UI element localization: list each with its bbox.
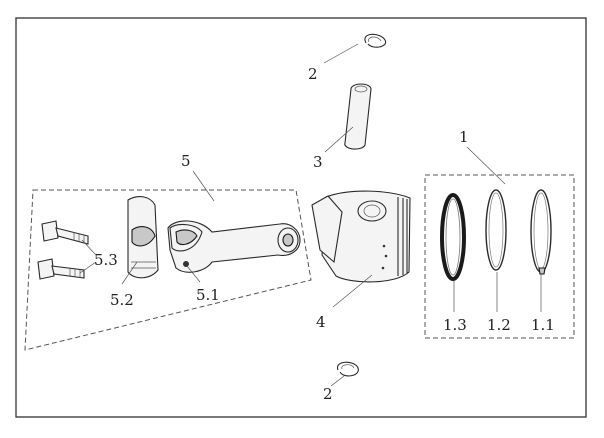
piston-pin-clip-top [364,33,387,48]
piston-pin-clip-bottom [337,361,359,377]
piston-pin [344,83,372,150]
callout-piston: 4 [316,313,326,331]
piston-ring-1-2 [485,189,507,271]
leader-piston [332,274,373,308]
leader-pin [324,126,354,153]
ring-group-boundary [424,174,575,339]
callout-bolt: 5.3 [94,251,118,269]
rod-assembly-boundary [24,189,312,351]
connecting-rod-cap [127,196,159,279]
leader-rod-assembly [192,170,215,202]
leader-clip-top [323,43,359,64]
leader-rings [466,146,506,185]
callout-piston-rings: 1 [459,128,469,146]
callout-rod-body: 5.1 [196,286,220,304]
leader-bolt-lower [79,261,97,274]
callout-ring-1-2: 1.2 [487,316,511,334]
piston-ring-1-3 [440,193,466,281]
leader-bolt-upper [81,239,97,256]
piston [311,190,411,283]
callout-ring-1-1: 1.1 [531,316,555,334]
connecting-rod-body [167,220,301,273]
callout-clip-top: 2 [308,65,318,83]
callout-rod-assembly: 5 [181,152,191,170]
leader-clip-bottom [330,375,345,387]
callout-clip-bottom: 2 [323,385,333,403]
callout-ring-1-3: 1.3 [443,316,467,334]
leader-rod-body [186,265,201,283]
connecting-rod-bolt-lower [37,258,85,280]
leader-rod-cap [121,261,138,285]
callout-pin: 3 [313,153,323,171]
piston-ring-1-1 [530,189,552,275]
callout-rod-cap: 5.2 [110,291,134,309]
